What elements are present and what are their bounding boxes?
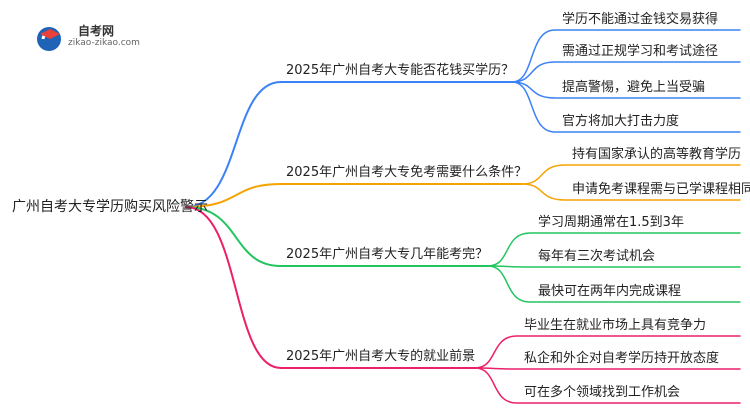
leaf-connector [474, 367, 741, 370]
leaf-connector [474, 367, 741, 404]
leaf-label: 毕业生在就业市场上具有竞争力 [524, 318, 707, 333]
leaf-connector [521, 183, 741, 201]
branch-connector [185, 81, 513, 208]
logo-url: zikao-zikao.com [68, 38, 140, 48]
leaf-label: 官方将加大打击力度 [562, 114, 680, 129]
root-node-label: 广州自考大专学历购买风险警示 [12, 199, 208, 215]
leaf-label: 申请免考课程需与已学课程相同 [572, 182, 750, 197]
branch-title-employment: 2025年广州自考大专的就业前景 [286, 349, 476, 364]
leaf-connector [511, 81, 741, 133]
leaf-connector [521, 164, 741, 185]
leaf-label: 提高警惕，避免上当受骗 [562, 80, 706, 95]
leaf-connector [487, 265, 741, 268]
logo-name: 自考网 [78, 24, 115, 38]
leaf-connector [474, 335, 741, 369]
leaf-connector [487, 232, 741, 267]
branch-connector [185, 206, 489, 267]
leaf-label: 持有国家承认的高等教育学历 [572, 147, 742, 162]
leaf-connector [511, 29, 741, 83]
branch-title-duration: 2025年广州自考大专几年能考完？ [286, 247, 489, 262]
branch-title-buy-diploma: 2025年广州自考大专能否花钱买学历？ [286, 63, 515, 78]
leaf-label: 学历不能通过金钱交易获得 [562, 12, 719, 27]
leaf-label: 需通过正规学习和考试途径 [562, 44, 719, 59]
leaf-label: 每年有三次考试机会 [538, 249, 656, 264]
branch-connector [185, 183, 523, 208]
leaf-connector [511, 61, 741, 83]
leaf-connector [487, 265, 741, 303]
leaf-connector [511, 81, 741, 99]
branch-connector [185, 206, 476, 369]
leaf-label: 最快可在两年内完成课程 [538, 284, 682, 299]
leaf-label: 学习周期通常在1.5到3年 [538, 215, 684, 230]
leaf-label: 私企和外企对自考学历持开放态度 [524, 351, 720, 366]
leaf-label: 可在多个领域找到工作机会 [524, 385, 681, 400]
graduation-cap-logo-icon [37, 27, 61, 51]
branch-title-exemption: 2025年广州自考大专免考需要什么条件？ [286, 165, 528, 180]
